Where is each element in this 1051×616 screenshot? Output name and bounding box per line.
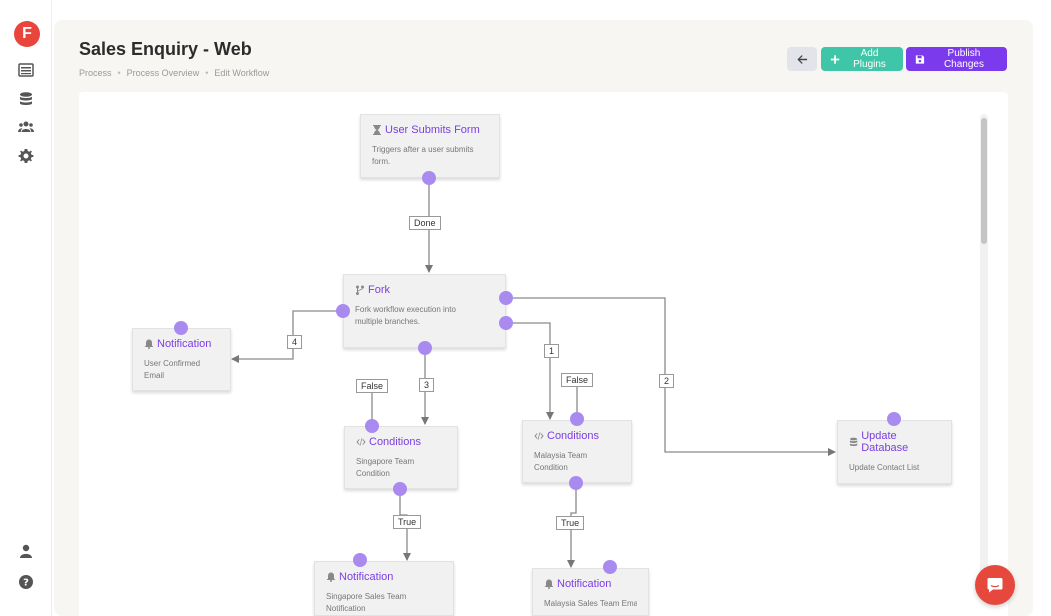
users-icon[interactable] — [16, 117, 36, 137]
publish-changes-label: Publish Changes — [943, 48, 984, 70]
edge-label-branch-1: 1 — [544, 344, 560, 358]
back-button[interactable] — [787, 47, 817, 71]
node-description: Singapore Sales Team Notification — [326, 592, 407, 613]
app-logo[interactable]: F — [14, 21, 40, 47]
node-user-submits-form[interactable]: User Submits Form Triggers after a user … — [360, 114, 500, 178]
port-fork-bottom[interactable] — [418, 341, 432, 355]
port-notif-my-in[interactable] — [603, 560, 617, 574]
node-description: Malaysia Sales Team Email — [544, 599, 637, 608]
node-description: User Confirmed Email — [144, 359, 201, 380]
sidebar: F ? — [0, 0, 52, 616]
canvas-scrollbar[interactable] — [980, 114, 988, 594]
user-icon[interactable] — [16, 541, 36, 561]
main-panel: Sales Enquiry - Web Process • Process Ov… — [54, 20, 1033, 616]
edge-label-true-my: True — [556, 516, 585, 530]
breadcrumb-item-edit-workflow: Edit Workflow — [214, 68, 270, 78]
node-title: Notification — [339, 571, 394, 583]
add-plugins-button[interactable]: Add Plugins — [821, 47, 903, 71]
node-notification-malaysia[interactable]: Notification Malaysia Sales Team Email — [532, 568, 649, 616]
node-description: Update Contact List — [849, 463, 920, 472]
svg-text:?: ? — [23, 578, 29, 589]
port-cond-sg-true[interactable] — [393, 482, 407, 496]
breadcrumb-separator: • — [117, 68, 121, 78]
port-notif-confirmed-in[interactable] — [174, 321, 188, 335]
save-icon — [915, 54, 925, 64]
port-fork-right-top[interactable] — [499, 291, 513, 305]
code-icon — [356, 438, 366, 446]
plus-icon — [830, 54, 840, 64]
edge-label-done: Done — [409, 216, 441, 230]
port-cond-my-false[interactable] — [570, 412, 584, 426]
bell-icon — [326, 572, 336, 582]
publish-changes-button[interactable]: Publish Changes — [906, 47, 1007, 71]
edge-fork-cond-my — [506, 322, 554, 420]
node-description: Singapore Team Condition — [356, 457, 415, 478]
node-conditions-malaysia[interactable]: Conditions Malaysia Team Condition — [522, 420, 632, 483]
add-plugins-label: Add Plugins — [853, 48, 886, 70]
bell-icon — [544, 579, 554, 589]
edge-label-true-sg: True — [393, 515, 422, 529]
node-notification-confirmed[interactable]: Notification User Confirmed Email — [132, 328, 231, 391]
page-title: Sales Enquiry - Web — [79, 39, 252, 59]
node-description: Triggers after a user submits form. — [372, 145, 474, 166]
port-cond-sg-false[interactable] — [365, 419, 379, 433]
database-icon — [849, 437, 858, 447]
port-trigger-out[interactable] — [422, 171, 436, 185]
edge-label-false-sg: False — [356, 379, 389, 393]
node-title: User Submits Form — [385, 124, 480, 136]
node-title: Conditions — [547, 430, 599, 442]
arrow-left-icon — [796, 54, 807, 64]
breadcrumb-separator: • — [205, 68, 209, 78]
node-notification-singapore[interactable]: Notification Singapore Sales Team Notifi… — [314, 561, 454, 616]
chat-button[interactable] — [975, 565, 1015, 605]
database-icon[interactable] — [16, 89, 36, 109]
node-description: Fork workflow execution into multiple br… — [355, 305, 456, 326]
node-title: Conditions — [369, 436, 421, 448]
code-icon — [534, 432, 544, 440]
breadcrumb: Process • Process Overview • Edit Workfl… — [79, 68, 269, 78]
port-fork-left[interactable] — [336, 304, 350, 318]
edge-label-branch-2: 2 — [659, 374, 675, 388]
gear-icon[interactable] — [16, 146, 36, 166]
port-update-db-in[interactable] — [887, 412, 901, 426]
breadcrumb-item-process[interactable]: Process — [79, 68, 112, 78]
edge-label-branch-3: 3 — [419, 378, 435, 392]
node-update-database[interactable]: Update Database Update Contact List — [837, 420, 952, 484]
port-fork-right-bottom[interactable] — [499, 316, 513, 330]
scrollbar-thumb[interactable] — [981, 118, 987, 244]
port-notif-sg-in[interactable] — [353, 553, 367, 567]
hourglass-icon — [373, 125, 381, 135]
edge-cond-my-notif-my — [567, 483, 577, 568]
bell-icon — [144, 339, 154, 349]
node-title: Fork — [368, 284, 390, 296]
list-icon[interactable] — [16, 60, 36, 80]
help-icon[interactable]: ? — [16, 572, 36, 592]
port-cond-my-true[interactable] — [569, 476, 583, 490]
fork-icon — [356, 285, 364, 295]
breadcrumb-item-process-overview[interactable]: Process Overview — [126, 68, 200, 78]
node-description: Malaysia Team Condition — [534, 451, 588, 472]
node-fork[interactable]: Fork Fork workflow execution into multip… — [343, 274, 506, 348]
node-title: Notification — [557, 578, 612, 590]
node-title: Update Database — [861, 430, 909, 454]
chat-icon — [987, 578, 1003, 593]
node-title: Notification — [157, 338, 212, 350]
edge-label-false-my: False — [561, 373, 594, 387]
node-conditions-singapore[interactable]: Conditions Singapore Team Condition — [344, 426, 458, 489]
workflow-canvas[interactable]: User Submits Form Triggers after a user … — [79, 92, 1008, 616]
edge-label-branch-4: 4 — [287, 335, 303, 349]
